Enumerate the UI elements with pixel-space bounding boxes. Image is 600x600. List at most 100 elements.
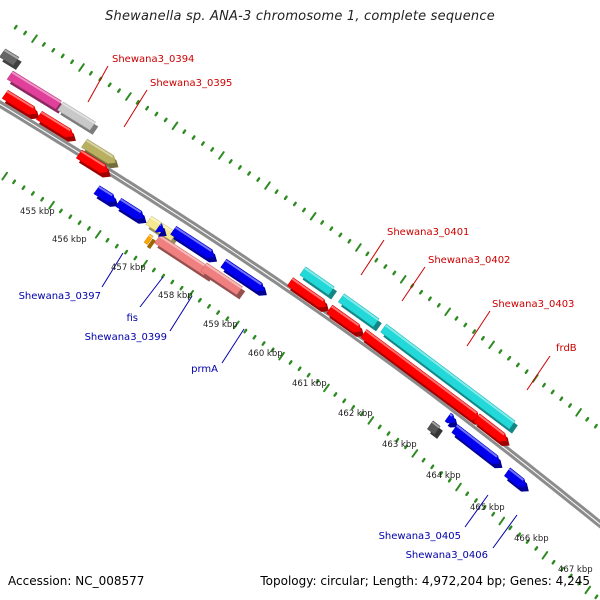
- gene-leader-line: [139, 276, 164, 308]
- tick-mark: [404, 444, 409, 450]
- gene-label[interactable]: Shewana3_0394: [112, 54, 194, 65]
- gene-leader-line: [526, 355, 551, 391]
- forward-strand-gene: [337, 293, 382, 332]
- tick-mark: [283, 195, 288, 201]
- gene-leader-line: [401, 266, 426, 302]
- tick-mark: [187, 289, 194, 299]
- feature-highlight: [98, 186, 113, 197]
- forward-strand-gene: [6, 70, 65, 114]
- reverse-strand-gene: [426, 420, 443, 439]
- feature-highlight: [174, 226, 212, 252]
- gene-label[interactable]: Shewana3_0401: [387, 227, 469, 238]
- tick-mark: [170, 279, 175, 285]
- reverse-strand-gene: [154, 223, 167, 237]
- tick-mark: [383, 264, 388, 269]
- tick-mark: [430, 464, 435, 470]
- gene-label[interactable]: prmA: [191, 364, 218, 375]
- ruler-label: 464 kbp: [426, 471, 461, 481]
- feature-highlight: [119, 198, 142, 214]
- feature-face: [154, 223, 165, 233]
- ruler-label: 466 kbp: [514, 534, 549, 544]
- gene-label[interactable]: Shewana3_0405: [379, 531, 461, 542]
- ruler-label: 455 kbp: [20, 207, 55, 217]
- tick-mark: [252, 334, 257, 340]
- tick-mark: [541, 551, 549, 560]
- tick-mark: [585, 416, 590, 422]
- tick-mark: [525, 539, 530, 544]
- gene-label[interactable]: fis: [126, 313, 138, 324]
- ruler-label: 460 kbp: [248, 349, 283, 359]
- forward-strand-gene: [57, 101, 99, 135]
- tick-mark: [439, 471, 444, 476]
- feature-highlight: [3, 49, 19, 60]
- gene-label[interactable]: Shewana3_0395: [150, 78, 232, 89]
- tick-mark: [491, 511, 496, 517]
- tick-mark: [550, 389, 555, 395]
- forward-strand-gene: [380, 323, 518, 434]
- forward-strand-gene: [0, 48, 22, 70]
- accession-label: Accession: NC_008577: [8, 574, 145, 588]
- tick-mark: [200, 141, 205, 146]
- forward-strand-gene: [81, 138, 119, 169]
- tick-mark: [455, 482, 462, 492]
- ruler-label: 461 kbp: [292, 379, 327, 389]
- feature-highlight: [150, 216, 177, 235]
- gene-label[interactable]: Shewana3_0397: [19, 291, 101, 302]
- tick-mark: [355, 243, 362, 252]
- tick-mark: [584, 585, 592, 595]
- ruler-label: 465 kbp: [470, 503, 505, 513]
- feature-face: [380, 323, 516, 430]
- gene-leader-line: [466, 310, 491, 347]
- ruler-label: 463 kbp: [382, 440, 417, 450]
- feature-face: [426, 420, 441, 435]
- tick-mark: [568, 403, 572, 408]
- tick-mark: [116, 88, 122, 94]
- tick-mark: [515, 362, 520, 368]
- feature-highlight: [478, 414, 505, 436]
- gene-leader-line: [492, 514, 518, 549]
- feature-highlight: [6, 90, 35, 109]
- tick-mark: [243, 328, 248, 334]
- gene-label[interactable]: Shewana3_0399: [85, 332, 167, 343]
- tick-mark: [23, 30, 28, 36]
- leader-line-layer: [87, 65, 551, 549]
- tick-mark: [594, 594, 599, 600]
- reverse-strand-gene: [451, 424, 503, 469]
- feature-highlight: [431, 421, 440, 429]
- tick-mark: [411, 449, 419, 458]
- tick-mark: [135, 99, 140, 105]
- feature-face: [286, 277, 327, 308]
- feature-highlight: [40, 111, 71, 132]
- feature-highlight: [61, 102, 96, 125]
- tick-layer: [1, 24, 599, 600]
- tick-mark: [78, 63, 85, 72]
- map-title: Shewanella sp. ANA-3 chromosome 1, compl…: [105, 9, 495, 24]
- feature-highlight: [205, 263, 243, 289]
- tick-mark: [454, 316, 459, 321]
- tick-mark: [145, 105, 150, 111]
- feature-face: [473, 413, 508, 442]
- feature-highlight: [11, 71, 62, 103]
- tick-mark: [427, 296, 432, 302]
- tick-mark: [261, 341, 266, 346]
- gene-label[interactable]: Shewana3_0406: [406, 550, 488, 561]
- tick-mark: [534, 546, 539, 551]
- tick-mark: [386, 431, 391, 436]
- tick-mark: [264, 181, 271, 190]
- tick-mark: [447, 477, 452, 483]
- tick-mark: [151, 267, 156, 273]
- gene-label[interactable]: Shewana3_0403: [492, 299, 574, 310]
- tick-mark: [51, 47, 56, 53]
- feature-highlight: [384, 324, 515, 423]
- tick-mark: [114, 243, 119, 249]
- gene-label[interactable]: Shewana3_0402: [428, 255, 510, 266]
- gene-leader-line: [101, 252, 124, 288]
- feature-face: [115, 197, 145, 220]
- tick-mark: [206, 304, 212, 309]
- tick-mark: [13, 24, 18, 30]
- gene-label[interactable]: frdB: [556, 343, 577, 354]
- tick-mark: [133, 255, 138, 261]
- tick-mark: [124, 249, 129, 255]
